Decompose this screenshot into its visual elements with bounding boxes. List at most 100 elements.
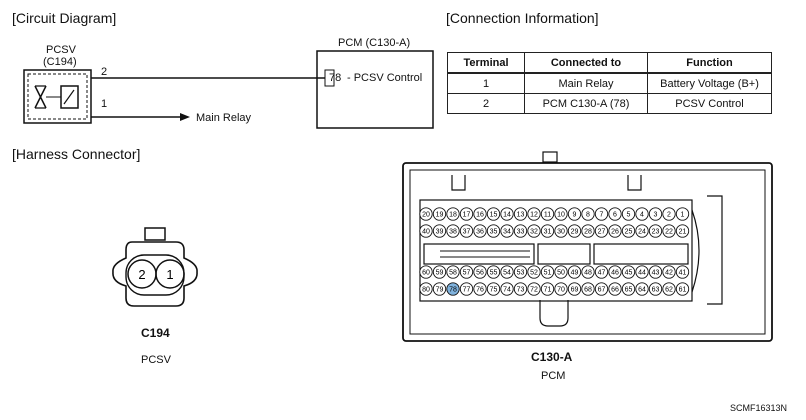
connector-pin-label: 15 [490, 212, 498, 219]
connector-pin [419, 265, 433, 279]
connector-pin-label: 48 [584, 270, 592, 277]
connector-pin-label: 13 [517, 212, 525, 219]
connector-pin [554, 207, 568, 221]
connector-pin [513, 224, 528, 238]
connector-pin [554, 282, 568, 296]
connector-pin [648, 282, 663, 296]
connector-pin-label: 36 [476, 229, 484, 236]
pin1-label: 1 [101, 98, 108, 110]
connector-pin [446, 265, 460, 279]
connector-pin-label: 32 [530, 229, 538, 236]
connection-info-title: [Connection Information] [446, 10, 599, 26]
connector-pin [594, 224, 609, 238]
connector-pin [581, 282, 595, 296]
connector-pin-label: 61 [679, 287, 687, 294]
connector-pin-label: 11 [544, 212, 551, 219]
connector-pin [432, 265, 447, 279]
connector-pin [486, 282, 501, 296]
connector-pin [500, 207, 514, 221]
connector-pin [621, 224, 636, 238]
connector-pin [473, 207, 487, 221]
connector-pin [419, 224, 433, 238]
connector-pin [608, 282, 622, 296]
header-connected-to: Connected to [524, 52, 648, 74]
connector-pin-label: 24 [638, 229, 646, 236]
connector-pin [567, 265, 582, 279]
connector-pin-label: 76 [476, 287, 484, 294]
connector-pin-label: 39 [436, 229, 444, 236]
table-cell: PCSV Control [647, 93, 772, 114]
connector-pin [446, 282, 460, 296]
connector-pin-label: 55 [490, 270, 498, 277]
header-terminal: Terminal [447, 52, 525, 74]
connector-pin-label: 79 [436, 287, 444, 294]
connector-pin [419, 282, 433, 296]
connector-pin-label: 8 [586, 212, 590, 219]
connector-pin-label: 1 [681, 212, 685, 219]
arrow-icon [180, 113, 190, 121]
connector-pin [432, 282, 447, 296]
connector-pin-label: 57 [463, 270, 471, 277]
connector-pin-label: 51 [544, 270, 552, 277]
connector-pin [459, 224, 474, 238]
connector-pin [500, 282, 514, 296]
connector-pin [473, 224, 487, 238]
c194-code-label: (C194) [43, 56, 77, 68]
connector-pin-label: 73 [517, 287, 525, 294]
figure-code: SCMF16313N [730, 403, 788, 413]
connector-pin [446, 207, 460, 221]
connector-pin-label: 9 [573, 212, 577, 219]
connector-pin-label: 52 [530, 270, 538, 277]
connector-pin [635, 265, 649, 279]
pcm-pin-label: - PCSV Control [347, 72, 423, 84]
connector-pin-label: 60 [422, 270, 430, 277]
connector-pin [540, 282, 555, 296]
table-row: 2 PCM C130-A (78) PCSV Control [447, 93, 772, 114]
connector-pin [608, 265, 622, 279]
connector-pin [486, 265, 501, 279]
connector-pin-label: 7 [600, 212, 604, 219]
connector-pin-label: 23 [652, 229, 660, 236]
connector-pin-label: 12 [530, 212, 538, 219]
connector-pin [635, 224, 649, 238]
connector-pin-label: 71 [544, 287, 552, 294]
connector-pin-label: 46 [611, 270, 619, 277]
connector-pin-label: 42 [665, 270, 673, 277]
table-cell: PCM C130-A (78) [524, 93, 648, 114]
connector-pin [527, 282, 541, 296]
connector-pin [459, 207, 474, 221]
connector-pin-label: 26 [611, 229, 619, 236]
connector-pin [540, 207, 555, 221]
connector-pin-label: 77 [463, 287, 471, 294]
connector-pin-label: 19 [436, 212, 444, 219]
pcm-box [316, 50, 434, 129]
connector-pin [675, 265, 690, 279]
connector-pin [567, 224, 582, 238]
pcsv-symbol [23, 69, 92, 124]
connector-pin-label: 41 [679, 270, 687, 277]
connector-pin [662, 224, 676, 238]
connector-pin [432, 224, 447, 238]
connector-pin [621, 207, 636, 221]
connector-pin [473, 265, 487, 279]
connector-pin [446, 224, 460, 238]
c194-pin-1: 1 [166, 267, 173, 282]
connector-pin [567, 282, 582, 296]
connector-pin-label: 45 [625, 270, 633, 277]
connector-pin [486, 224, 501, 238]
connector-pin-label: 63 [652, 287, 660, 294]
connector-pin-label: 27 [598, 229, 606, 236]
circuit-diagram-title: [Circuit Diagram] [12, 10, 117, 26]
connector-pin [432, 207, 447, 221]
c194-connector [112, 227, 198, 307]
connector-pin-label: 28 [584, 229, 592, 236]
connector-pin [662, 265, 676, 279]
connector-pin-label: 72 [530, 287, 538, 294]
header-function: Function [647, 52, 772, 74]
connector-pin-label: 35 [490, 229, 498, 236]
connector-pin [513, 265, 528, 279]
connector-pin [459, 265, 474, 279]
connector-pin [500, 224, 514, 238]
